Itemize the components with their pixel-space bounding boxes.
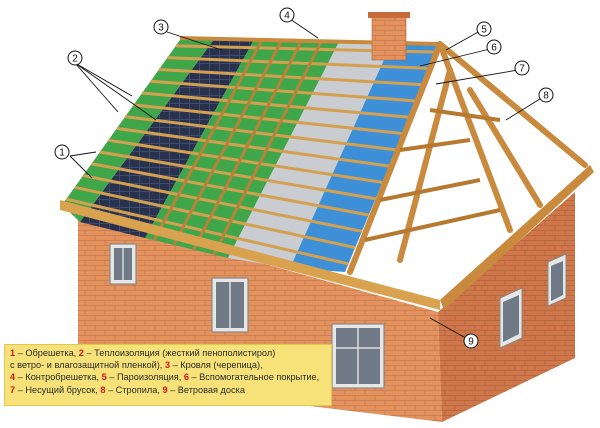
legend-box: 1 – Обрешетка, 2 – Теплоизоляция (жестки… xyxy=(4,344,332,406)
callout-2: 2 xyxy=(67,50,83,66)
legend-number: 3 xyxy=(164,360,171,371)
chimney xyxy=(368,12,410,61)
callout-number: 6 xyxy=(491,43,497,54)
callout-number: 7 xyxy=(519,64,525,75)
batten xyxy=(82,174,363,233)
window xyxy=(331,323,385,389)
callout-markers: 1 2 3 4 56 7 8 9 xyxy=(54,7,554,349)
batten xyxy=(91,162,370,217)
batten xyxy=(133,103,403,136)
batten xyxy=(141,91,410,119)
callout-circle xyxy=(538,87,554,103)
rafter-braces xyxy=(364,108,501,242)
callout-circle xyxy=(279,7,295,23)
callout-6: 6 xyxy=(486,39,502,55)
legend-number: 6 xyxy=(183,372,189,383)
callout-9: 9 xyxy=(463,333,479,349)
batten xyxy=(125,115,397,152)
callout-1: 1 xyxy=(54,144,70,160)
batten xyxy=(158,67,424,87)
batten xyxy=(150,79,417,103)
legend-number: 2 xyxy=(78,348,84,358)
callout-number: 8 xyxy=(543,91,549,102)
legend-number: 7 xyxy=(10,384,16,395)
callout-number: 3 xyxy=(158,23,164,34)
legend-text: – Теплоизоляция (жесткий пенополистирол) xyxy=(83,348,276,358)
callout-4: 4 xyxy=(279,7,295,23)
legend-line: 1 – Обрешетка, 2 – Теплоизоляция (жестки… xyxy=(10,347,326,359)
rafters xyxy=(347,41,588,275)
legend-line: 4 – Контробрешетка, 5 – Пароизоляция, 6 … xyxy=(10,371,326,383)
callout-8: 8 xyxy=(538,87,554,103)
callout-circle xyxy=(463,333,479,349)
batten xyxy=(74,185,356,250)
leader-lines xyxy=(69,16,544,342)
counter-battens xyxy=(152,39,324,255)
roof-tiles xyxy=(80,38,255,238)
callout-5: 5 xyxy=(476,21,492,37)
legend-line: с ветро- и влагозащитной пленкой), 3 – К… xyxy=(10,359,326,371)
callout-number: 1 xyxy=(59,148,65,159)
legend-text: – Контробрешетка, xyxy=(15,372,102,383)
legend-text: – Несущий брусок, xyxy=(15,384,101,395)
wind-board xyxy=(60,200,440,310)
legend-text: – Кровля (черепица), xyxy=(170,360,263,371)
legend-text: – Ветровая доска xyxy=(167,384,245,395)
callout-number: 4 xyxy=(284,11,290,22)
callout-7: 7 xyxy=(514,60,530,76)
window xyxy=(109,243,137,285)
callout-circle xyxy=(476,21,492,37)
legend-text: – Стропила, xyxy=(105,384,163,395)
legend-text: – Пароизоляция, xyxy=(106,372,184,383)
fascia-gable xyxy=(440,165,594,310)
window xyxy=(499,287,523,349)
legend-text: с ветро- и влагозащитной пленкой), xyxy=(10,360,165,371)
legend-number: 1 xyxy=(10,348,16,358)
callout-3: 3 xyxy=(153,19,169,35)
legend-line: 7 – Несущий брусок, 8 – Стропила, 9 – Ве… xyxy=(10,384,326,396)
legend-text: – Обрешетка, xyxy=(15,348,79,358)
callout-number: 2 xyxy=(72,54,78,65)
callout-number: 9 xyxy=(468,337,474,348)
callout-circle xyxy=(67,50,83,66)
batten xyxy=(99,150,376,201)
legend-number: 4 xyxy=(10,372,16,383)
legend-number: 5 xyxy=(101,372,107,383)
callout-circle xyxy=(54,144,70,160)
battens xyxy=(65,44,437,266)
callout-circle xyxy=(153,19,169,35)
callout-circle xyxy=(514,60,530,76)
batten xyxy=(167,56,430,70)
window xyxy=(211,277,249,333)
batten xyxy=(108,138,383,184)
callout-circle xyxy=(486,39,502,55)
callout-number: 5 xyxy=(481,25,487,36)
legend-text: – Вспомогательное покрытие, xyxy=(188,372,320,383)
window xyxy=(547,253,567,307)
batten xyxy=(65,197,349,266)
batten xyxy=(116,126,390,168)
legend-number: 9 xyxy=(162,384,168,395)
legend-number: 8 xyxy=(100,384,106,395)
